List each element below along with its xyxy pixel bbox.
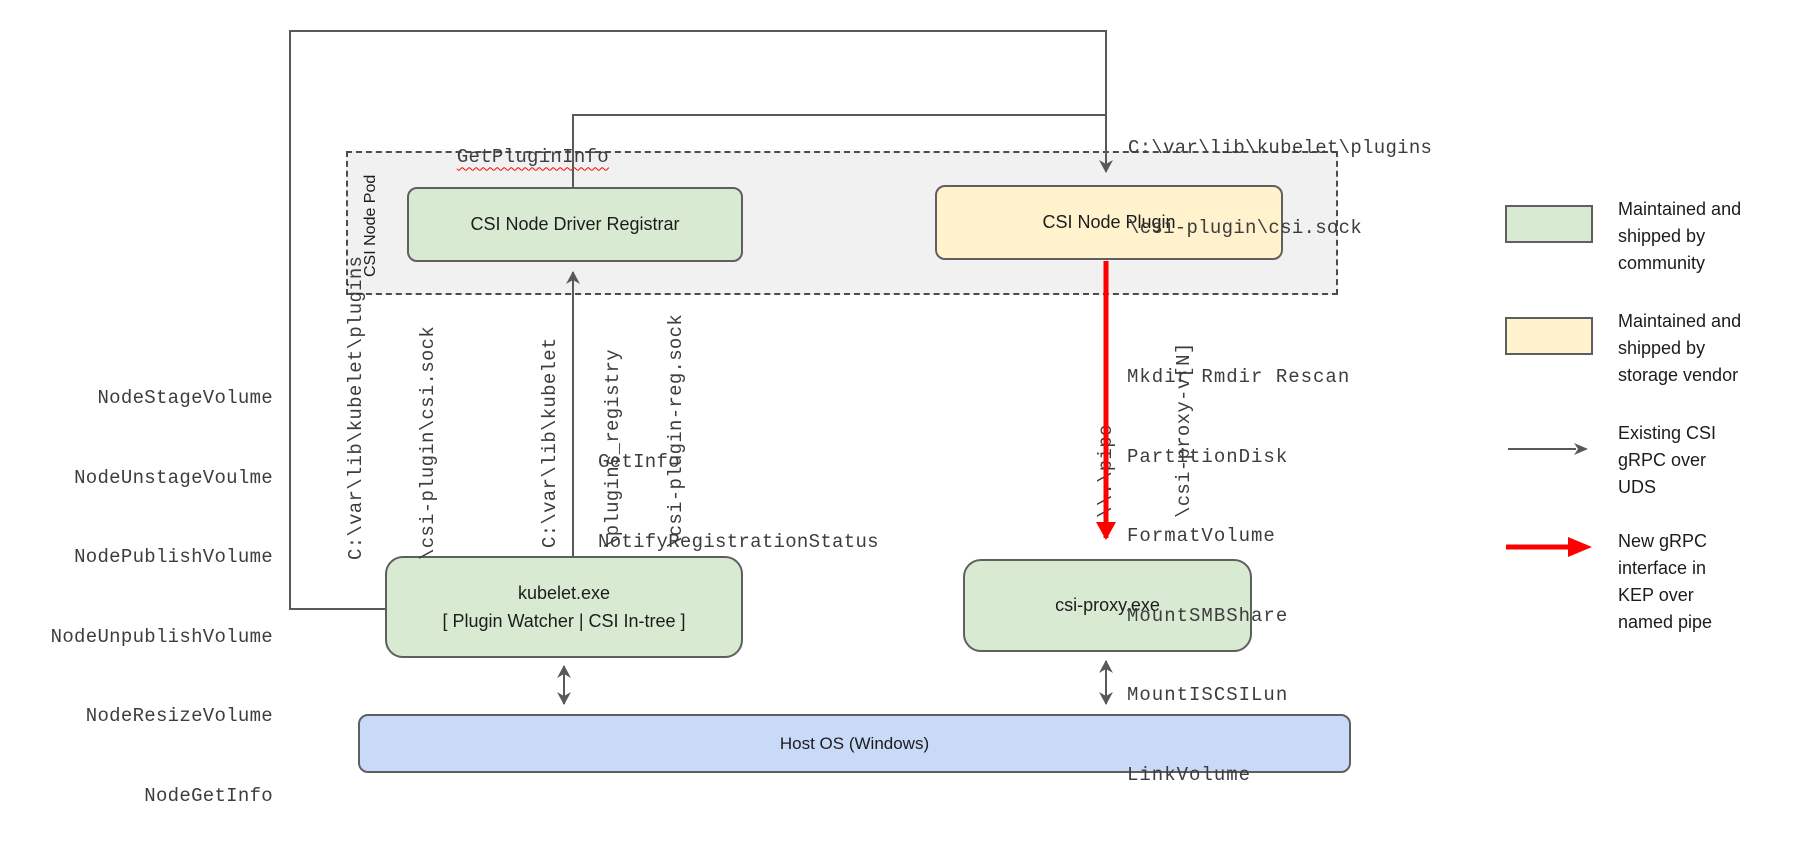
legend-vendor-line3: storage vendor xyxy=(1618,365,1739,385)
legend-community-line1: Maintained and xyxy=(1618,199,1742,219)
legend-existing-line2: gRPC over xyxy=(1618,450,1707,470)
legend-vendor-text: Maintained and shipped by storage vendor xyxy=(1618,308,1741,389)
legend-new-line1: New gRPC xyxy=(1618,531,1708,551)
legend-new-line2: interface in xyxy=(1618,558,1707,578)
host-os-box: Host OS (Windows) xyxy=(358,714,1351,773)
legend-existing-line1: Existing CSI xyxy=(1618,423,1717,443)
legend-new-line4: named pipe xyxy=(1618,612,1713,632)
proxy-api-call: MountISCSILun xyxy=(1127,684,1289,706)
legend-community-line3: community xyxy=(1618,253,1706,273)
legend-vendor-line1: Maintained and xyxy=(1618,311,1742,331)
csi-sock-path-label: C:\var\lib\kubelet\plugins \csi-plugin\c… xyxy=(1128,82,1432,294)
legend-existing-line3: UDS xyxy=(1618,477,1657,497)
csi-sock-path-line2: \csi-plugin\csi.sock xyxy=(1128,216,1363,239)
legend-existing-text: Existing CSI gRPC over UDS xyxy=(1618,420,1716,501)
legend-existing-grpc-arrow-icon xyxy=(1508,443,1588,455)
legend-new-grpc-arrow-icon xyxy=(1506,537,1592,557)
get-plugin-info-label: GetPluginInfo xyxy=(456,145,609,168)
csi-sock-path-rotated-label: C:\var\lib\kubelet\plugins \csi-plugin\c… xyxy=(296,256,488,560)
proxy-api-call: FormatVolume xyxy=(1127,525,1276,547)
legend-community-line2: shipped by xyxy=(1618,226,1706,246)
csi-sock-rotated-line1: C:\var\lib\kubelet\plugins xyxy=(345,255,367,560)
proxy-api-call: LinkVolume xyxy=(1127,763,1252,786)
notify-registration-status-label: NotifyRegistrationStatus xyxy=(598,530,879,553)
named-pipe-line1: \\.\pipe xyxy=(1095,424,1117,518)
node-csi-call: NodeResizeVolume xyxy=(85,705,273,727)
csi-node-driver-registrar-label: CSI Node Driver Registrar xyxy=(470,214,680,234)
kubelet-label-line1: kubelet.exe xyxy=(517,583,611,603)
node-csi-call: NodePublishVolume xyxy=(74,546,273,568)
legend-community-text: Maintained and shipped by community xyxy=(1618,196,1741,277)
legend-new-line3: KEP over xyxy=(1618,585,1694,605)
host-os-label: Host OS (Windows) xyxy=(779,733,930,753)
get-info-label: GetInfo xyxy=(598,451,680,473)
proxy-api-call: Mkdir Rmdir Rescan xyxy=(1127,366,1351,388)
node-csi-call: NodeGetInfo xyxy=(144,784,273,807)
legend-vendor-line2: shipped by xyxy=(1618,338,1706,358)
csi-sock-path-line1: C:\var\lib\kubelet\plugins xyxy=(1128,137,1433,159)
legend-new-text: New gRPC interface in KEP over named pip… xyxy=(1618,528,1712,636)
legend-community-swatch xyxy=(1505,205,1593,243)
kubelet-label-line2: [ Plugin Watcher | CSI In-tree ] xyxy=(442,611,686,631)
node-csi-call: NodeStageVolume xyxy=(97,387,273,409)
registration-calls-label: GetInfo NotifyRegistrationStatus xyxy=(598,396,879,608)
reg-sock-line1: C:\var\lib\kubelet xyxy=(539,337,561,548)
csi-sock-rotated-line2: \csi-plugin\csi.sock xyxy=(417,325,439,560)
node-csi-call: NodeUnstageVoulme xyxy=(74,466,273,489)
proxy-api-call-list: Mkdir Rmdir Rescan PartitionDisk FormatV… xyxy=(1127,311,1350,842)
csi-node-driver-registrar-box: CSI Node Driver Registrar xyxy=(407,187,743,262)
proxy-api-call: PartitionDisk xyxy=(1127,445,1289,468)
node-csi-call-list: NodeStageVolume NodeUnstageVoulme NodePu… xyxy=(40,332,273,842)
proxy-api-call: MountSMBShare xyxy=(1127,604,1289,627)
legend-vendor-swatch xyxy=(1505,317,1593,355)
node-csi-call: NodeUnpublishVolume xyxy=(50,625,273,648)
